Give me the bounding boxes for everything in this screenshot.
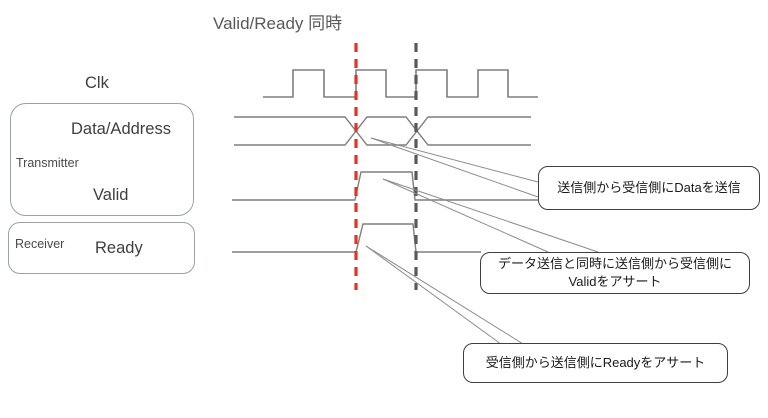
clk-waveform	[263, 69, 538, 98]
valid-callout-leader-line	[382, 178, 599, 253]
data-address-signal-label: Data/Address	[71, 120, 171, 138]
data-bus-waveform-bottom	[234, 116, 531, 146]
transmitter-group-box	[10, 103, 194, 216]
ready-signal-label: Ready	[95, 239, 143, 257]
data-callout-leader-line	[370, 137, 539, 198]
transmitter-label: Transmitter	[16, 156, 79, 170]
slide-title: Valid/Ready 同時	[213, 14, 343, 33]
valid-callout-box: データ送信と同時に送信側から受信側に Validをアサート	[480, 252, 750, 294]
valid-callout-leader-line	[382, 178, 549, 253]
valid-callout-text-line2: Validをアサート	[568, 274, 662, 289]
receiver-label: Receiver	[15, 237, 65, 251]
data-callout-text: 送信側から受信側にDataを送信	[557, 180, 741, 196]
valid-waveform	[232, 171, 538, 201]
clk-signal-label: Clk	[85, 74, 109, 92]
receiver-group-box	[8, 222, 195, 274]
valid-signal-label: Valid	[93, 186, 129, 204]
ready-callout-box: 受信側から送信側にReadyをアサート	[463, 343, 728, 383]
ready-callout-text: 受信側から送信側にReadyをアサート	[485, 355, 706, 371]
ready-callout-leader-line	[365, 245, 529, 348]
data-bus-waveform-top	[234, 116, 531, 146]
valid-callout-text-line1: データ送信と同時に送信側から受信側に	[497, 256, 732, 272]
data-callout-box: 送信側から受信側にDataを送信	[538, 166, 760, 210]
data-callout-leader-line	[370, 137, 539, 183]
ready-callout-leader-line	[365, 245, 506, 348]
ready-waveform	[232, 223, 481, 253]
